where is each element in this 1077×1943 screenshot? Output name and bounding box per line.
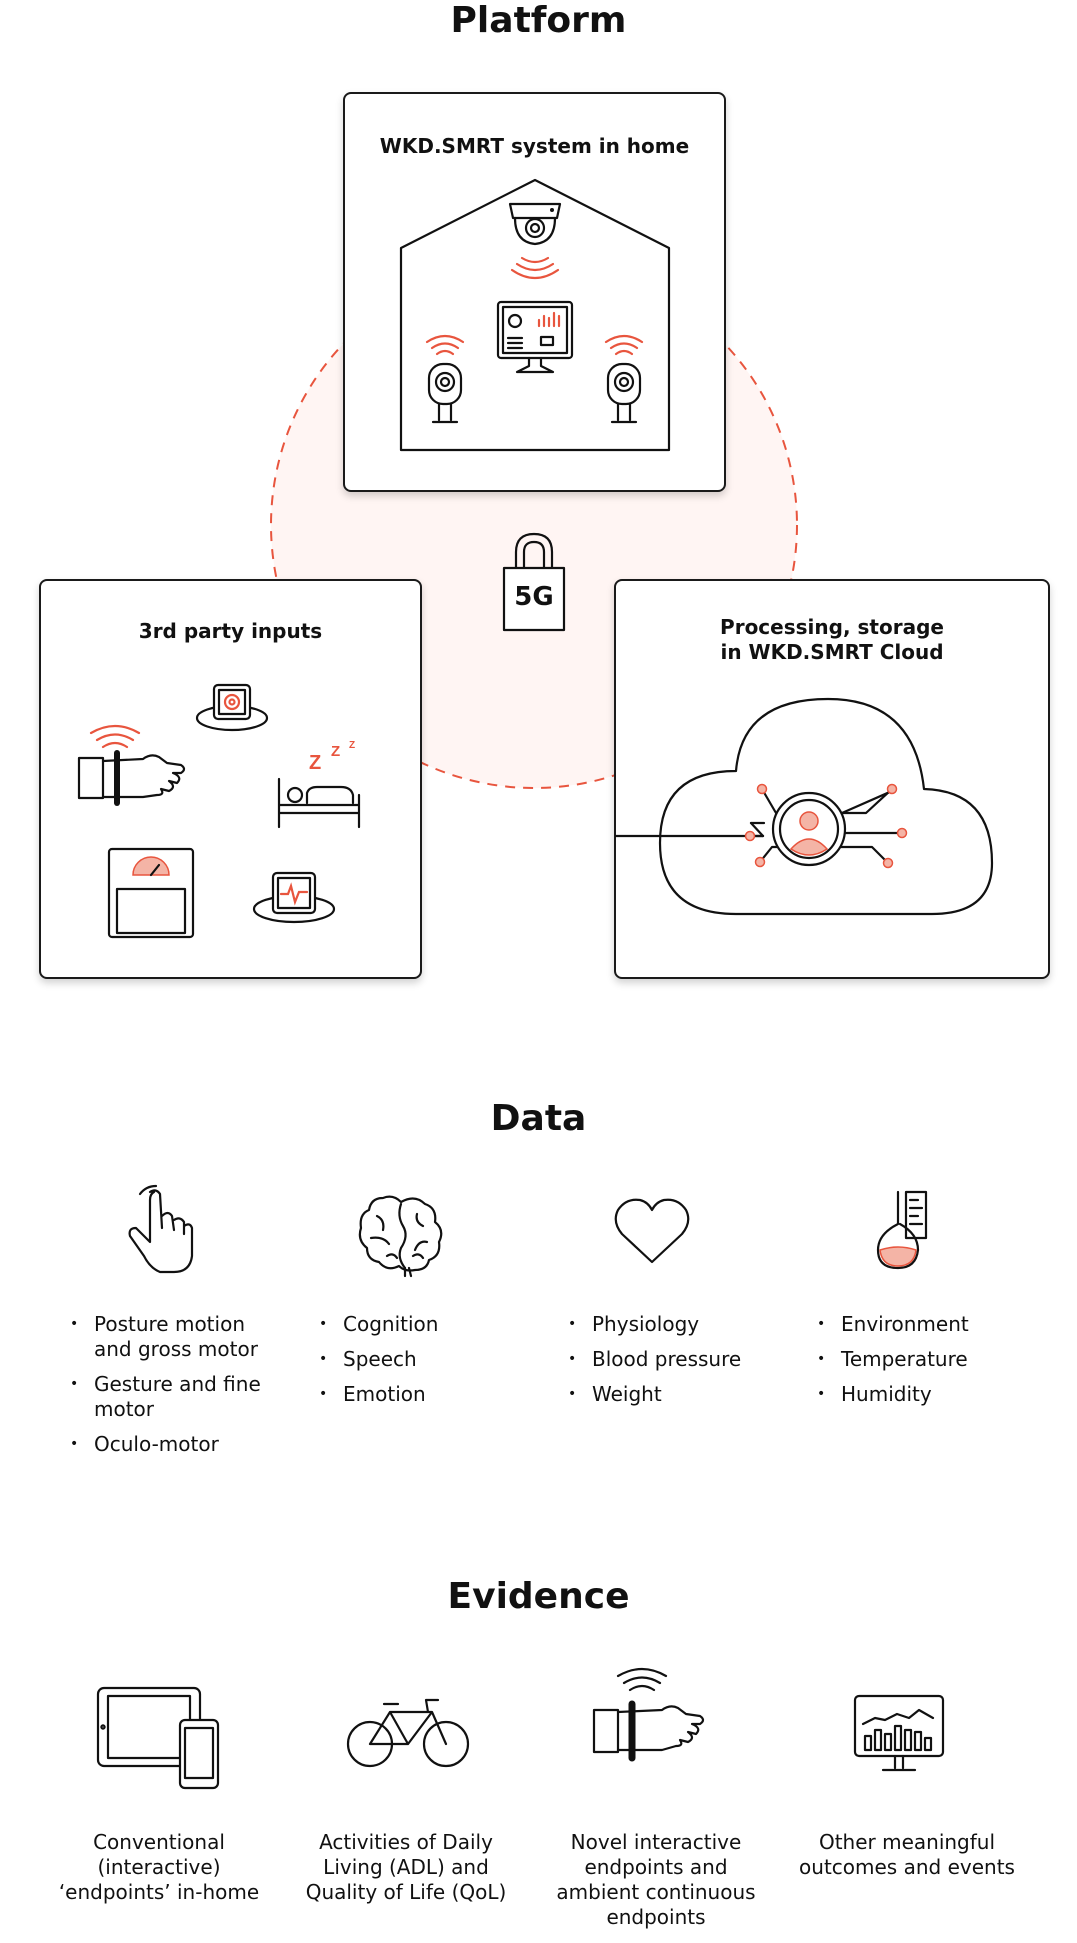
- heart-rate-watch-icon: [252, 871, 336, 924]
- data-column-physiology: Physiology Blood pressure Weight: [566, 1312, 776, 1417]
- tablet-phone-icon: [96, 1686, 220, 1790]
- sleep-bed-icon: Z Z Z: [277, 740, 361, 829]
- data-item: Gesture and fine motor: [68, 1372, 278, 1422]
- third-party-card-title: 3rd party inputs: [138, 619, 323, 643]
- cloud-icon: [614, 697, 994, 916]
- data-item: Cognition: [317, 1312, 527, 1337]
- cloud-card-title-line1: Processing, storage: [720, 615, 944, 639]
- data-item: Posture motion and gross motor: [68, 1312, 278, 1362]
- third-party-card: 3rd party inputs Z Z Z: [39, 579, 422, 979]
- lock-icon: [502, 532, 566, 632]
- svg-text:Z: Z: [309, 752, 321, 774]
- evidence-label: Conventional (interactive) ‘endpoints’ i…: [58, 1830, 260, 1904]
- svg-text:Z: Z: [331, 743, 340, 760]
- brain-icon: [358, 1195, 443, 1278]
- pointing-hand-icon: [128, 1184, 194, 1274]
- evidence-label: Novel interactive endpoints and ambient …: [556, 1830, 756, 1929]
- svg-text:Z: Z: [349, 740, 355, 751]
- data-item: Environment: [815, 1312, 1025, 1337]
- cloud-card-title-line2: in WKD.SMRT Cloud: [720, 640, 944, 664]
- data-item: Speech: [317, 1347, 527, 1372]
- wrist-wearable-icon: [592, 1667, 705, 1762]
- monitor-icon: [496, 300, 574, 374]
- house-icon: [399, 178, 671, 452]
- evidence-label: Other meaningful outcomes and events: [799, 1830, 1015, 1879]
- home-card-title: WKD.SMRT system in home: [379, 134, 690, 158]
- data-item: Emotion: [317, 1382, 527, 1407]
- data-column-cognition: Cognition Speech Emotion: [317, 1312, 527, 1417]
- smartwatch-icon: [195, 683, 269, 732]
- data-item: Humidity: [815, 1382, 1025, 1407]
- data-item: Blood pressure: [566, 1347, 776, 1372]
- network-label: 5G: [514, 582, 554, 612]
- dome-camera-icon: [508, 202, 562, 246]
- network-user-icon: [614, 783, 908, 869]
- data-heading: Data: [490, 1098, 587, 1139]
- cloud-card: Processing, storage in WKD.SMRT Cloud: [614, 579, 1050, 979]
- data-item: Oculo-motor: [68, 1432, 278, 1457]
- platform-heading: Platform: [450, 0, 627, 41]
- left-camera-icon: [425, 334, 465, 424]
- data-column-environment: Environment Temperature Humidity: [815, 1312, 1025, 1417]
- third-party-devices: Z Z Z: [77, 683, 361, 939]
- data-item: Physiology: [566, 1312, 776, 1337]
- evidence-heading: Evidence: [447, 1576, 630, 1617]
- environment-flask-icon: [876, 1190, 928, 1270]
- heart-icon: [614, 1198, 690, 1264]
- data-item: Weight: [566, 1382, 776, 1407]
- right-camera-icon: [604, 334, 644, 424]
- weight-scale-icon: [107, 847, 195, 939]
- home-system-card: WKD.SMRT system in home: [343, 92, 726, 492]
- wristband-icon: [77, 724, 186, 806]
- data-item: Temperature: [815, 1347, 1025, 1372]
- bicycle-icon: [346, 1698, 470, 1768]
- evidence-label: Activities of Daily Living (ADL) and Qua…: [305, 1830, 507, 1904]
- data-column-motor: Posture motion and gross motor Gesture a…: [68, 1312, 278, 1467]
- monitor-chart-icon: [853, 1694, 945, 1772]
